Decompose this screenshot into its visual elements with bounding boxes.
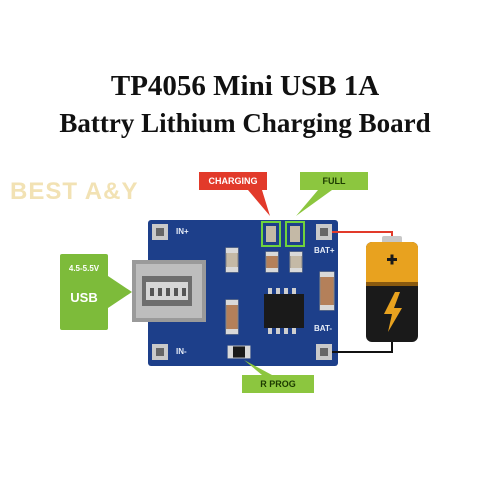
usb-connector-icon <box>132 260 206 322</box>
plus-icon <box>387 254 397 265</box>
usb-arrow-icon <box>108 276 132 308</box>
r-prog-pointer <box>244 360 272 375</box>
led-charging <box>261 221 281 247</box>
full-pointer <box>296 190 332 216</box>
pcb-label-bat-minus: BAT- <box>314 324 333 333</box>
tp4056-chip <box>264 288 304 334</box>
resistor <box>225 299 239 335</box>
usb-voltage-label: 4.5-5.5V <box>68 264 100 273</box>
page-title: TP4056 Mini USB 1A <box>110 70 380 102</box>
capacitor <box>319 271 335 311</box>
battery-icon <box>366 236 418 342</box>
pcb-label-in-minus: IN- <box>176 347 187 356</box>
pcb-label-in-plus: IN+ <box>176 227 189 236</box>
charging-pointer <box>248 190 270 216</box>
lightning-bolt-icon <box>384 292 402 332</box>
wire-negative <box>332 340 393 353</box>
charging-callout: CHARGING <box>199 172 267 190</box>
led-full <box>285 221 305 247</box>
r-prog-callout: R PROG <box>242 375 314 393</box>
full-callout: FULL <box>300 172 368 190</box>
watermark-text: BEST A&Y <box>10 178 139 205</box>
page-subtitle: Battry Lithium Charging Board <box>59 108 431 138</box>
pcb-label-bat-plus: BAT+ <box>314 246 335 255</box>
usb-label: USB <box>70 290 98 305</box>
usb-input-badge <box>60 254 108 330</box>
